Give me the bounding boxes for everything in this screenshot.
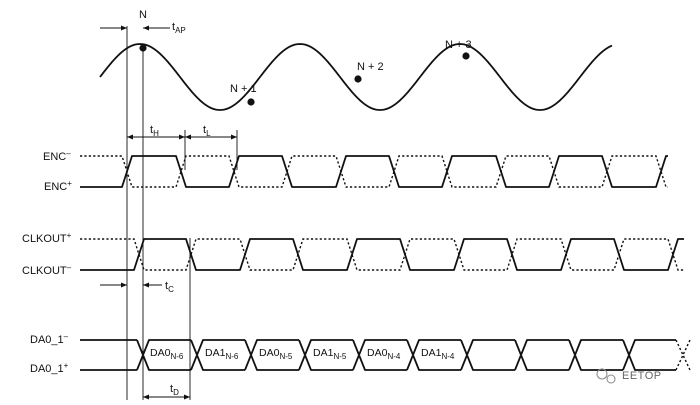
t-ap-arrowhead-right — [143, 25, 149, 31]
enc-minus-label: ENC– — [43, 149, 71, 163]
wechat-icon-bubble — [606, 374, 616, 384]
sample-point-n1: N + 1 — [230, 83, 257, 106]
analog-input-sine-wave — [99, 43, 613, 111]
data-word-labels: DA0N-6 DA1N-6 DA0N-5 DA1N-5 DA0N-4 DA1N-… — [150, 347, 455, 361]
clkout-minus-waveform — [80, 238, 684, 271]
t-c-annotation: tC — [100, 280, 174, 294]
da-minus-label: DA0_1– — [30, 332, 69, 346]
wechat-icon — [596, 368, 608, 380]
sample-label-n3: N + 3 — [445, 39, 472, 51]
enc-plus-waveform — [80, 155, 668, 188]
clkout-plus-waveform — [80, 238, 684, 271]
data-output-bus-tail — [675, 339, 691, 371]
t-d-label: tD — [170, 383, 179, 397]
da-plus-label: DA0_1+ — [30, 361, 69, 375]
t-l-arrowhead-right — [231, 134, 237, 140]
watermark-text: EETOP — [622, 370, 662, 382]
data-word-1: DA1N-6 — [205, 347, 239, 361]
data-word-3: DA1N-5 — [313, 347, 347, 361]
sample-dot-n1 — [247, 98, 255, 106]
t-c-label: tC — [165, 280, 174, 294]
data-word-0: DA0N-6 — [150, 347, 184, 361]
t-h-arrowhead-left — [127, 134, 133, 140]
clkout-plus-label: CLKOUT+ — [22, 231, 72, 245]
t-ap-label: tAP — [172, 21, 186, 35]
clkout-minus-label: CLKOUT– — [22, 263, 72, 277]
sample-point-n3: N + 3 — [445, 39, 472, 60]
t-h-arrowhead-right — [179, 134, 185, 140]
sample-label-n: N — [139, 9, 147, 21]
t-ap-annotation: tAP — [100, 21, 186, 35]
data-output-bus-waveform — [80, 339, 676, 371]
t-h-label: tH — [150, 124, 159, 138]
data-word-4: DA0N-4 — [367, 347, 401, 361]
sample-dot-n2 — [354, 75, 362, 83]
enc-minus-waveform — [80, 155, 668, 188]
t-l-arrowhead-left — [185, 134, 191, 140]
watermark: EETOP — [596, 368, 662, 384]
enc-plus-label: ENC+ — [44, 179, 72, 193]
t-d-arrowhead-right — [184, 394, 190, 400]
sample-point-n2: N + 2 — [354, 61, 384, 83]
t-h-annotation: tH — [127, 124, 185, 140]
sample-dot-n3 — [462, 52, 470, 60]
sample-label-n1: N + 1 — [230, 83, 257, 95]
t-d-annotation: tD — [143, 383, 190, 400]
t-l-label: tL — [203, 124, 211, 138]
t-c-arrowhead-left — [121, 282, 127, 288]
sample-label-n2: N + 2 — [357, 61, 384, 73]
t-d-arrowhead-left — [143, 394, 149, 400]
data-word-2: DA0N-5 — [259, 347, 293, 361]
t-ap-arrowhead-left — [121, 25, 127, 31]
t-c-arrowhead-right — [143, 282, 149, 288]
data-word-5: DA1N-4 — [421, 347, 455, 361]
t-l-annotation: tL — [185, 124, 237, 140]
